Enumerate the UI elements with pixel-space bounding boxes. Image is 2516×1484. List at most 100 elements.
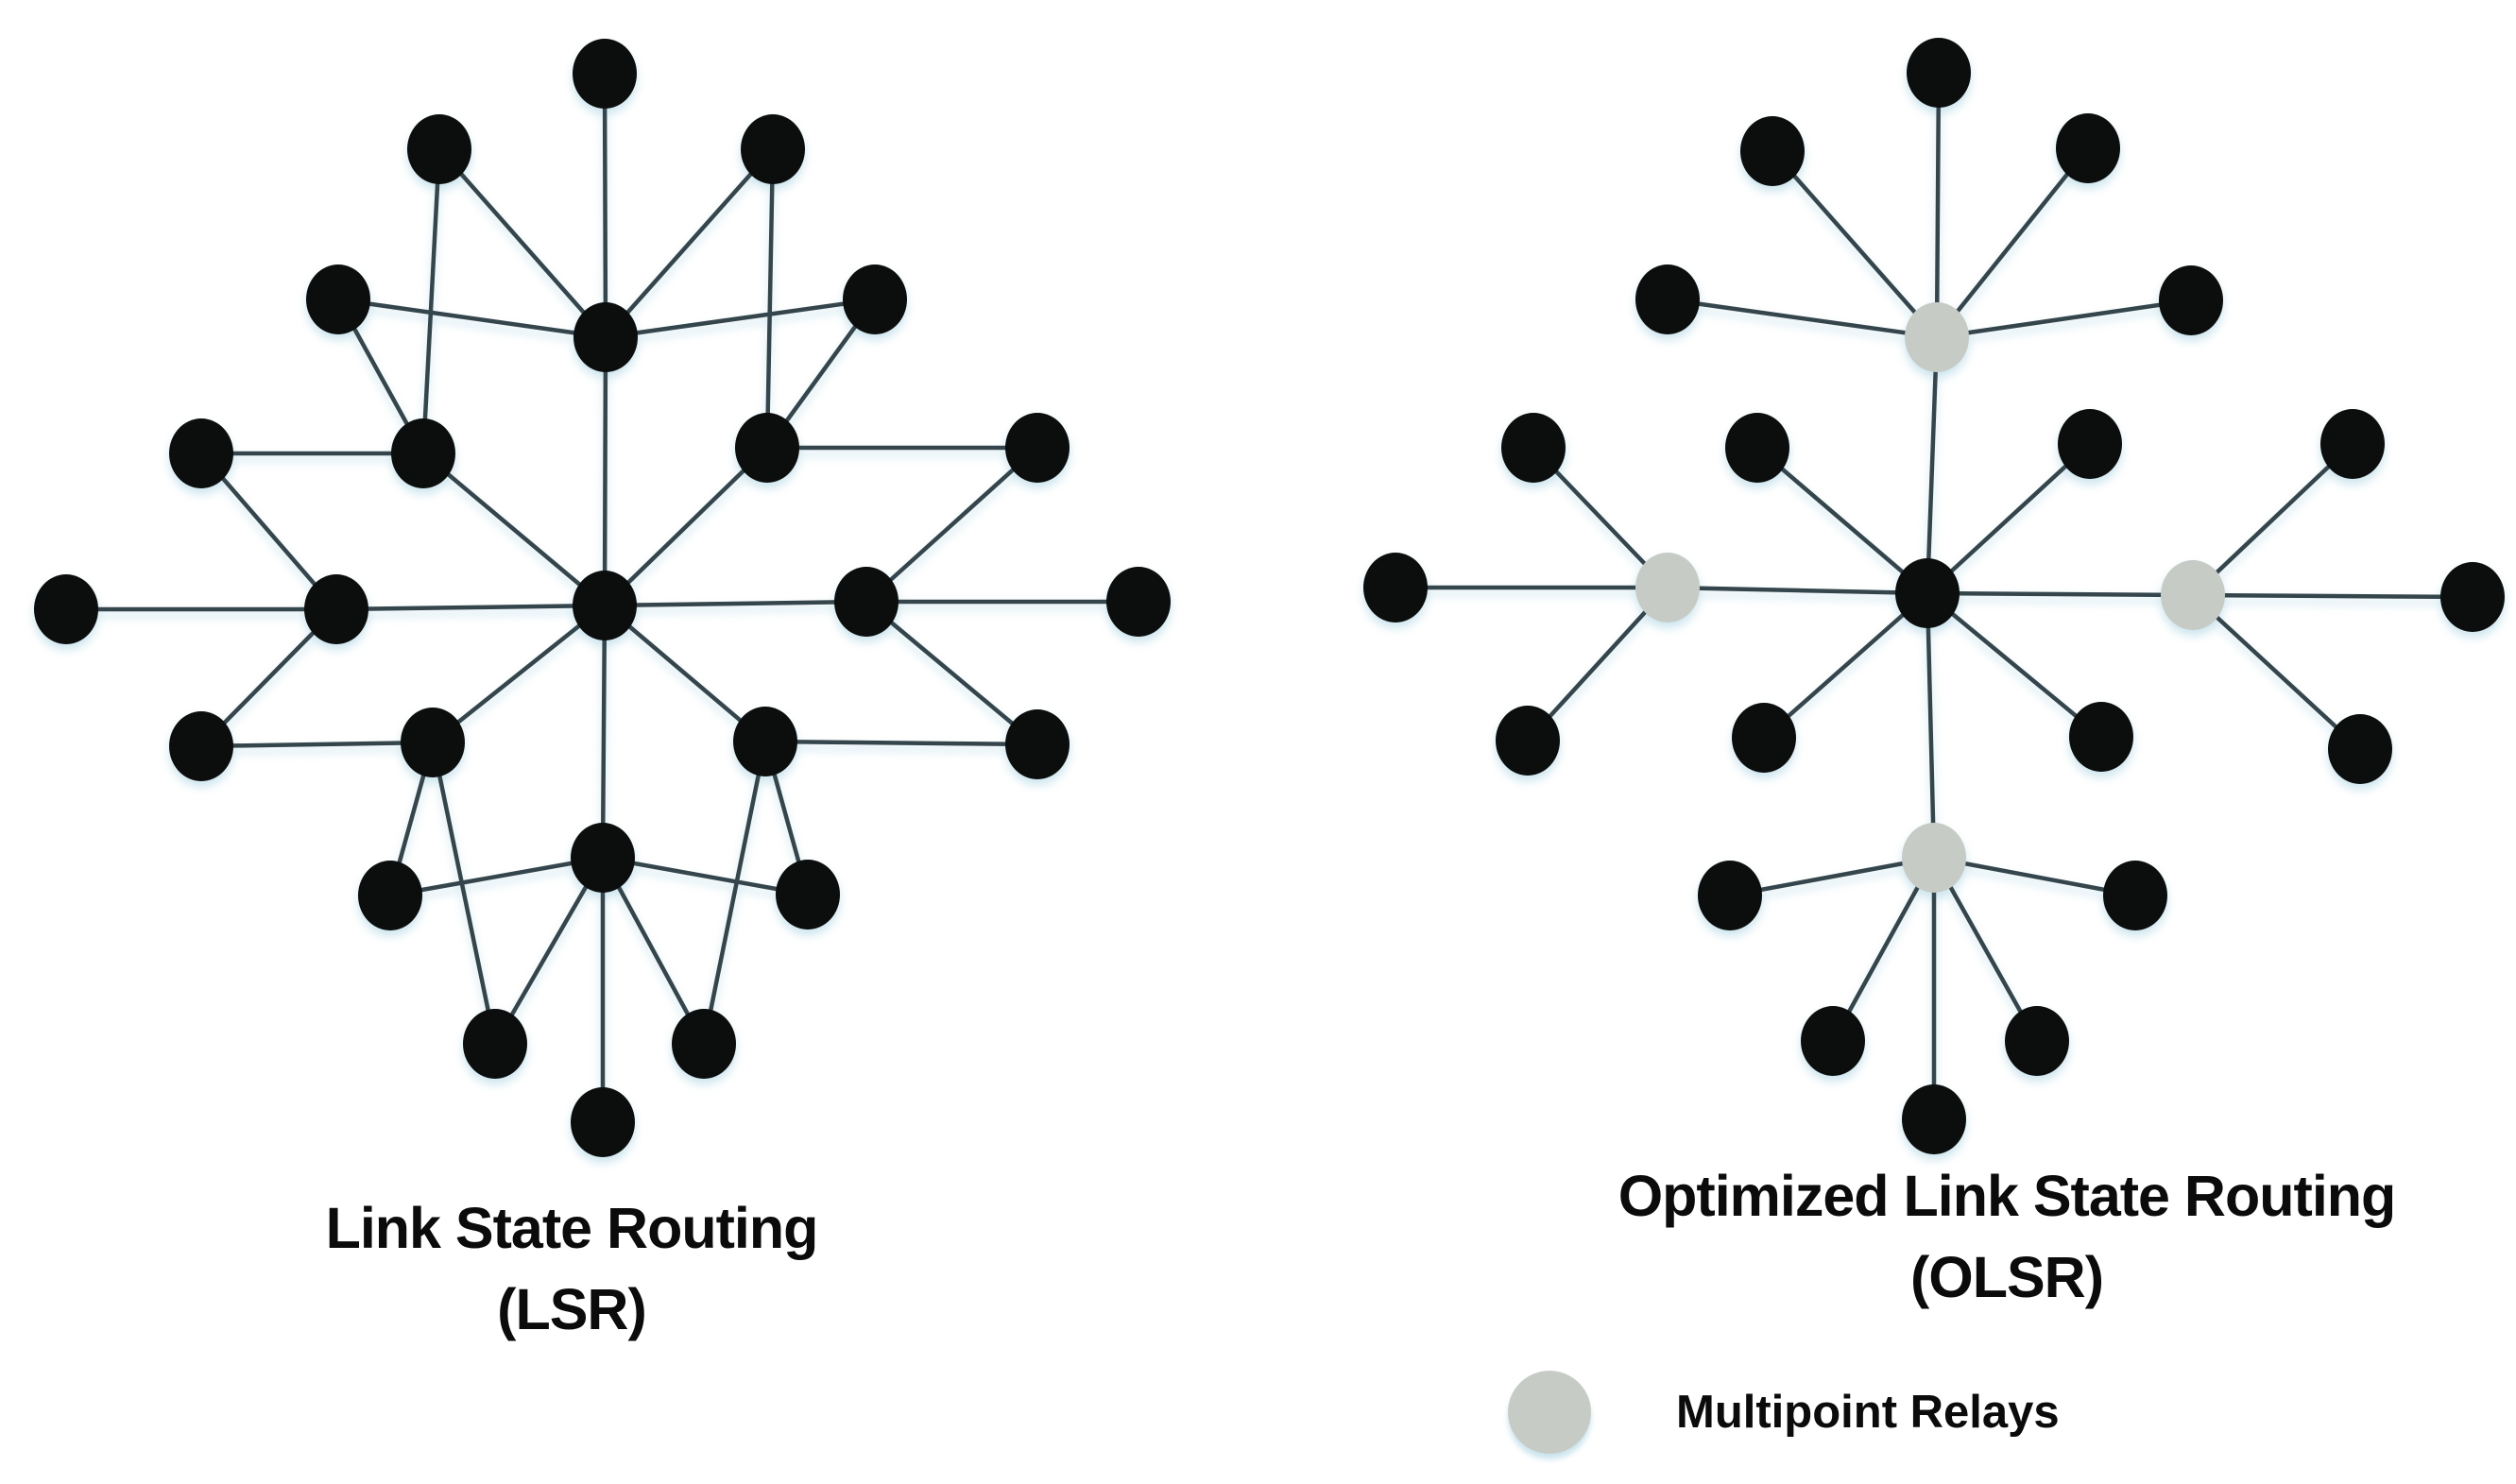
lsr-link-SB2-SE2 [701, 739, 768, 1047]
lsr-link-SM1-SH [387, 855, 606, 898]
olsr-link-EH-FE [2190, 592, 2475, 600]
lsr-link-SB1-SH [492, 855, 606, 1047]
olsr-link-SB2-SH [1931, 855, 2040, 1044]
node-lsr-SM1 [358, 861, 422, 930]
olsr-title: Optimized Link State Routing (OLSR) [1440, 1155, 2516, 1318]
node-lsr-EH [834, 567, 899, 637]
lsr-title: Link State Routing (LSR) [99, 1187, 1044, 1350]
olsr-link-C-SW2 [1761, 590, 1930, 741]
node-lsr-SB2 [672, 1009, 736, 1079]
olsr-link-SM2-SH [1931, 855, 2138, 898]
node-lsr-SB1 [463, 1009, 527, 1079]
olsr-link-R1-EH [2190, 441, 2355, 598]
node-lsr-A2 [741, 114, 805, 184]
mpr-legend-label: Multipoint Relays [1676, 1387, 2060, 1438]
node-olsr-A1 [1740, 116, 1805, 186]
lsr-title-line1: Link State Routing [325, 1196, 819, 1260]
lsr-link-B1-NH [335, 297, 608, 340]
node-lsr-R2 [1005, 709, 1070, 779]
node-olsr-FE [2440, 562, 2505, 632]
lsr-link-R2-SE2 [762, 739, 1040, 747]
olsr-title-line2: (OLSR) [1909, 1245, 2104, 1309]
node-lsr-B1 [306, 264, 370, 334]
olsr-link-SB1-SH [1830, 855, 1937, 1044]
node-lsr-WH [304, 574, 368, 644]
node-lsr-C [573, 571, 637, 640]
lsr-link-C-NW2 [420, 451, 608, 608]
node-lsr-R1 [1005, 413, 1070, 483]
node-lsr-SW2 [401, 708, 465, 777]
node-lsr-L2 [169, 711, 233, 781]
node-lsr-SM2 [776, 860, 840, 930]
olsr-link-C-SH [1925, 590, 1937, 861]
lsr-link-A2-NH [603, 146, 776, 340]
node-lsr-NH [573, 302, 638, 372]
mpr-legend-dot-icon [1508, 1371, 1591, 1454]
node-olsr-SW2 [1732, 703, 1796, 773]
node-lsr-A1 [407, 114, 471, 184]
node-lsr-T [573, 39, 637, 109]
olsr-link-A1-NH [1770, 148, 1940, 340]
node-olsr-L1 [1501, 413, 1566, 483]
node-lsr-B [571, 1087, 635, 1157]
lsr-link-L2-SW2 [198, 740, 436, 749]
node-olsr-NE2 [2058, 409, 2122, 479]
lsr-link-SB1-SW2 [430, 740, 498, 1047]
node-olsr-B [1902, 1084, 1966, 1154]
olsr-link-R2-EH [2190, 592, 2363, 752]
node-lsr-NW2 [391, 418, 455, 488]
lsr-link-C-NE2 [602, 445, 770, 608]
node-lsr-FE [1106, 567, 1171, 637]
mpr-node-olsr-NH [1905, 302, 1969, 372]
node-olsr-R2 [2328, 714, 2392, 784]
lsr-graph [34, 39, 1171, 1157]
mpr-node-olsr-SH [1902, 823, 1966, 893]
node-lsr-SE2 [733, 707, 797, 776]
mpr-legend: Multipoint Relays [1508, 1370, 2060, 1455]
lsr-link-A2-NE2 [764, 146, 776, 451]
olsr-link-C-NW2 [1754, 445, 1930, 596]
node-lsr-SH [571, 823, 635, 893]
olsr-link-SM1-SH [1727, 855, 1937, 898]
lsr-link-C-SH [600, 603, 608, 861]
olsr-link-C-SE2 [1925, 590, 2104, 740]
node-olsr-L2 [1496, 706, 1560, 776]
node-olsr-SB1 [1801, 1006, 1865, 1076]
mpr-node-olsr-EH [2161, 560, 2225, 630]
olsr-link-B2-NH [1934, 298, 2194, 340]
node-lsr-L1 [169, 418, 233, 488]
lsr-link-R2-EH [864, 599, 1040, 747]
olsr-link-WH-C [1665, 585, 1930, 596]
olsr-title-line1: Optimized Link State Routing [1617, 1164, 2397, 1228]
node-olsr-SB2 [2005, 1006, 2069, 1076]
node-lsr-FW [34, 574, 98, 644]
olsr-link-C-NE2 [1925, 441, 2093, 596]
olsr-link-A2-NH [1934, 145, 2091, 340]
node-olsr-B2 [2159, 265, 2223, 335]
node-olsr-B1 [1635, 264, 1700, 334]
olsr-link-C-EH [1925, 590, 2196, 598]
node-olsr-FW [1363, 553, 1428, 623]
mpr-node-olsr-WH [1635, 553, 1700, 623]
node-lsr-B2 [843, 264, 907, 334]
lsr-link-A1-NW2 [420, 146, 442, 456]
olsr-link-L2-WH [1525, 585, 1670, 743]
lsr-link-C-SE2 [602, 603, 768, 744]
node-olsr-SM2 [2103, 861, 2167, 930]
lsr-link-SM2-SH [600, 855, 811, 897]
lsr-link-C-SW2 [430, 603, 608, 745]
node-olsr-NW2 [1725, 413, 1789, 483]
lsr-link-WH-C [334, 603, 608, 612]
olsr-link-T-NH [1934, 70, 1942, 340]
node-lsr-NE2 [735, 413, 799, 483]
lsr-link-SB2-SH [600, 855, 707, 1047]
node-olsr-A2 [2056, 113, 2120, 183]
node-olsr-R1 [2320, 409, 2385, 479]
olsr-graph [1363, 38, 2505, 1154]
olsr-link-B1-NH [1665, 297, 1940, 340]
lsr-link-T-NH [602, 71, 608, 340]
lsr-link-NH-C [602, 334, 608, 608]
node-olsr-C [1895, 558, 1960, 628]
